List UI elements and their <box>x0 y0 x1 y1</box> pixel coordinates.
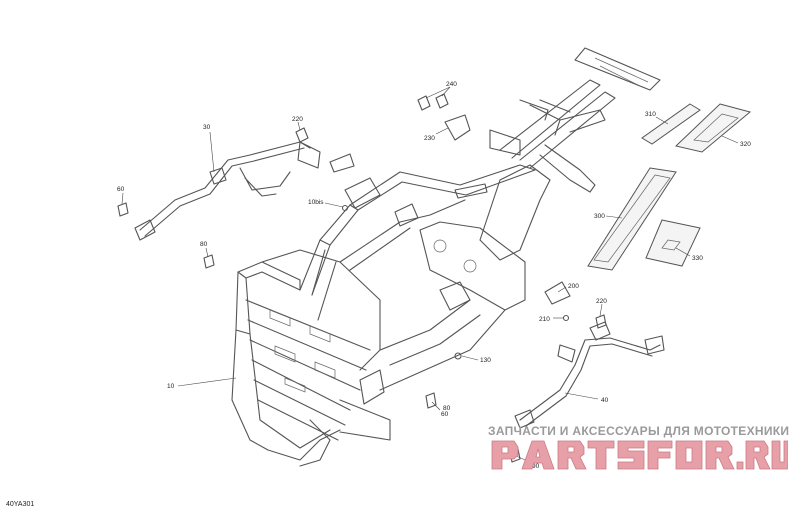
callout-240: 240 <box>446 81 457 88</box>
callout-220: 220 <box>292 116 303 123</box>
callout-80: 80 <box>443 405 451 412</box>
callout-220: 220 <box>596 298 607 305</box>
callout-80: 80 <box>200 241 208 248</box>
callout-60: 60 <box>441 411 449 418</box>
callout-10: 10 <box>167 383 175 390</box>
panel-300 <box>587 167 677 271</box>
callout-330: 330 <box>692 255 703 262</box>
side-subframe-40 <box>514 321 665 429</box>
main-frame <box>231 164 551 467</box>
callout-30: 30 <box>203 124 211 131</box>
front-subframe-30 <box>134 141 355 241</box>
callout-60: 60 <box>117 186 125 193</box>
callout-230: 230 <box>424 135 435 142</box>
callout-300: 300 <box>594 213 605 220</box>
callout-320: 320 <box>740 141 751 148</box>
bracket-200 <box>544 281 571 305</box>
drawing-reference-code: 40YA301 <box>6 501 35 508</box>
panel-330 <box>645 219 701 267</box>
watermark-tagline: ЗАПЧАСТИ И АКСЕССУАРЫ ДЛЯ МОТОТЕХНИКИ <box>488 424 790 438</box>
watermark-logo <box>491 440 788 470</box>
panels <box>587 103 752 271</box>
callout-210: 210 <box>539 316 550 323</box>
small-parts <box>117 93 607 463</box>
callout-90: 90 <box>532 463 540 470</box>
leader-lines <box>121 86 739 463</box>
callout-200: 200 <box>568 283 579 290</box>
callout-130: 130 <box>480 357 491 364</box>
callout-labels: 10 30 40 60 60 80 80 90 10bis 130 200 21… <box>117 81 751 470</box>
callout-310: 310 <box>645 111 656 118</box>
callout-10bis: 10bis <box>308 199 324 206</box>
bracket-230 <box>444 114 471 141</box>
callout-40: 40 <box>601 397 609 404</box>
rear-subframe <box>489 47 661 193</box>
panel-310 <box>641 103 701 145</box>
